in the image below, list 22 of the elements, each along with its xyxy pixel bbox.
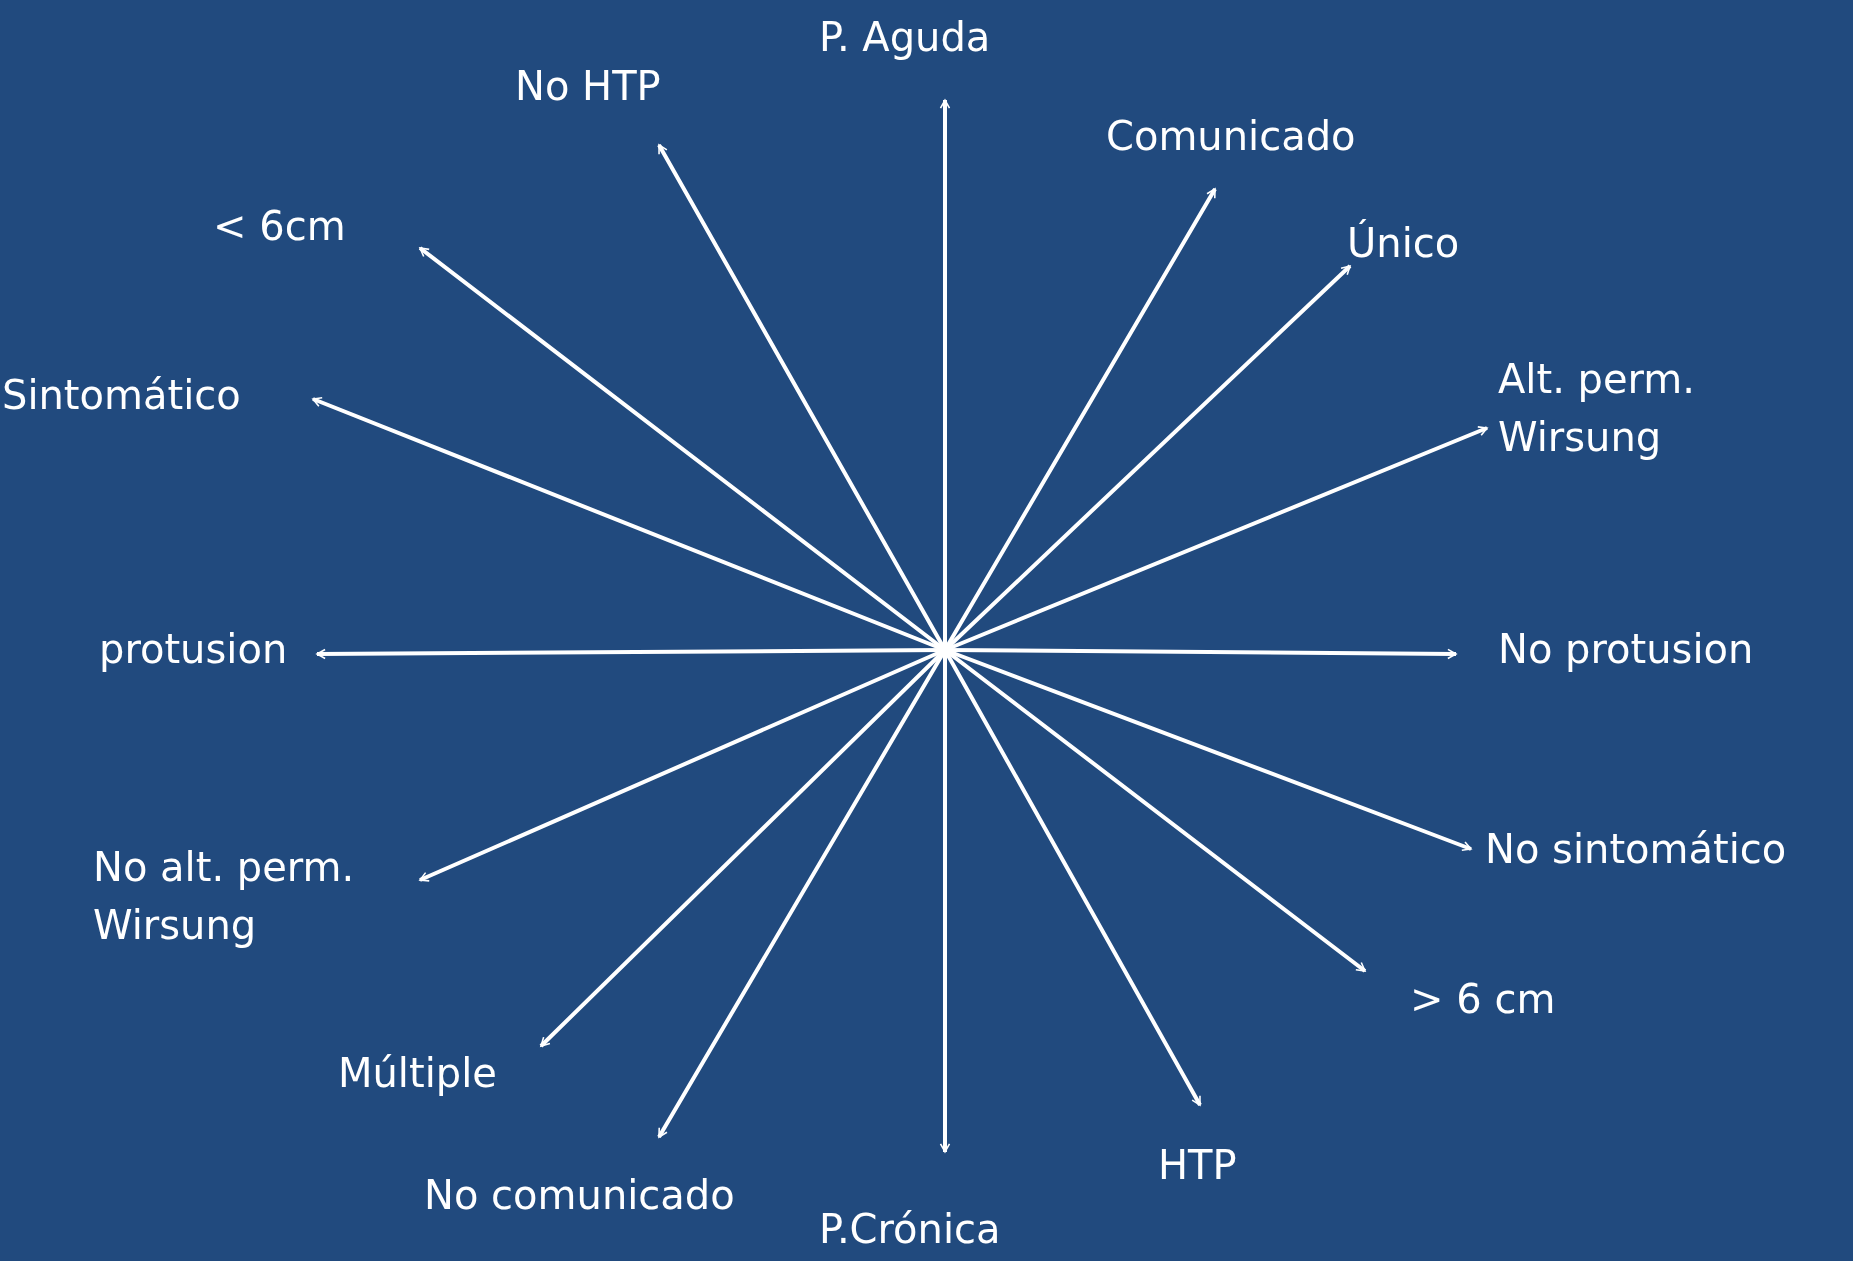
double-arrow xyxy=(539,264,1352,1048)
category-label: No alt. perm. Wirsung xyxy=(93,838,423,954)
category-label: Alt. perm. Wirsung xyxy=(1498,350,1778,466)
double-arrow xyxy=(939,99,951,1153)
category-label: Sintomático xyxy=(2,366,241,424)
category-label: Comunicado xyxy=(1106,107,1356,165)
category-label: No HTP xyxy=(515,57,661,115)
category-label: HTP xyxy=(1158,1136,1237,1194)
double-arrow xyxy=(418,246,1367,973)
category-label: P.Crónica xyxy=(819,1200,1001,1258)
double-arrow xyxy=(316,648,1457,660)
category-label: Múltiple xyxy=(338,1044,497,1102)
category-label: Único xyxy=(1347,214,1460,272)
double-arrow xyxy=(419,426,1488,882)
double-arrow xyxy=(312,397,1472,852)
category-label: No sintomático xyxy=(1485,820,1787,878)
category-label: No protusion xyxy=(1498,620,1754,678)
category-label: protusion xyxy=(99,620,288,678)
category-label: < 6cm xyxy=(213,197,346,255)
category-label: P. Aguda xyxy=(819,8,991,66)
category-label: No comunicado xyxy=(424,1166,735,1224)
category-label: > 6 cm xyxy=(1410,970,1556,1028)
